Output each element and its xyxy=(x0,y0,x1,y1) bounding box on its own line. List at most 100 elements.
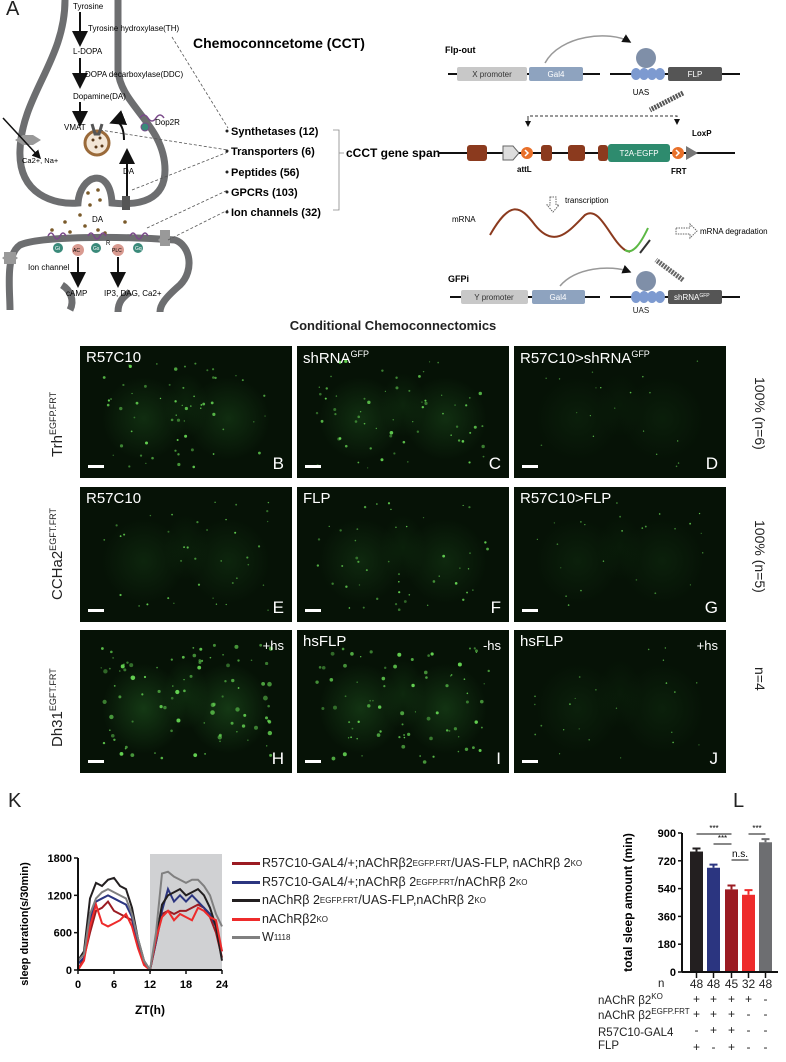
signal-dot xyxy=(441,394,443,396)
signal-dot xyxy=(592,435,595,437)
genotype-mark: + xyxy=(692,992,700,1006)
signal-dot xyxy=(159,397,162,400)
signal-dot xyxy=(642,375,644,378)
panel-label-l: L xyxy=(733,790,745,812)
signal-dot xyxy=(317,538,321,541)
signal-dot xyxy=(348,607,351,609)
signal-dot xyxy=(381,369,384,372)
signal-dot xyxy=(677,462,680,464)
legend-swatch xyxy=(232,935,260,939)
signal-dot xyxy=(466,692,469,695)
signal-dot xyxy=(330,375,332,378)
signal-dot xyxy=(468,647,471,650)
signal-dot xyxy=(355,556,359,560)
signal-dot xyxy=(654,592,657,595)
fluorescence-signal xyxy=(100,643,274,760)
signal-dot xyxy=(197,583,201,586)
signal-dot xyxy=(263,394,266,397)
signal-dot xyxy=(318,666,322,669)
signal-dot xyxy=(569,703,571,706)
signal-dot xyxy=(384,390,386,392)
signal-dot xyxy=(359,655,362,658)
signal-dot xyxy=(665,682,668,684)
signal-dot xyxy=(225,603,227,606)
y-tick-label: 180 xyxy=(658,939,676,951)
signal-dot xyxy=(109,714,114,720)
signal-dot xyxy=(264,415,266,417)
label-text: FLP xyxy=(303,490,331,507)
signal-dot xyxy=(321,665,326,670)
panel-letter: G xyxy=(704,598,718,617)
panel-letter: B xyxy=(272,454,284,473)
signal-dot xyxy=(344,695,347,698)
signal-dot xyxy=(231,582,234,585)
signal-dot xyxy=(457,439,461,442)
signal-dot xyxy=(110,398,112,400)
signal-dot xyxy=(472,589,474,591)
signal-dot xyxy=(425,676,428,679)
signal-dot xyxy=(330,651,335,656)
signal-dot xyxy=(343,663,347,668)
signal-dot xyxy=(183,420,186,422)
gene-span-label: cCCT gene span xyxy=(346,146,440,160)
signal-dot xyxy=(427,654,430,657)
signal-dot xyxy=(432,755,435,758)
signal-dot xyxy=(267,681,272,687)
gene-name: Trh xyxy=(49,435,66,457)
signal-dot xyxy=(177,453,180,456)
signal-dot xyxy=(369,650,373,654)
signal-dot xyxy=(595,387,597,389)
y-promoter-label: Y promoter xyxy=(474,293,514,302)
signal-dot xyxy=(671,731,673,733)
signal-dot xyxy=(394,603,398,606)
y-tick-label: 600 xyxy=(54,928,72,940)
signal-dot xyxy=(154,752,156,754)
signal-dot xyxy=(365,569,368,572)
section-title: Conditional Chemoconnectomics xyxy=(289,318,497,333)
signal-dot xyxy=(316,564,320,567)
signal-dot xyxy=(602,560,605,562)
signal-dot xyxy=(123,533,126,536)
signal-dot xyxy=(698,744,700,746)
signal-dot xyxy=(190,405,192,407)
signal-dot xyxy=(354,420,358,423)
signal-dot xyxy=(135,401,139,405)
signal-dot xyxy=(183,546,185,548)
bracket xyxy=(333,129,344,211)
signal-dot xyxy=(129,663,134,668)
signal-dot xyxy=(658,513,661,515)
scale-bar xyxy=(88,609,104,612)
signal-dot xyxy=(437,361,439,364)
signal-dot xyxy=(642,430,645,432)
flp-label: FLP xyxy=(688,70,703,79)
signal-dot xyxy=(102,376,106,379)
signal-dot xyxy=(580,589,582,592)
mrna-strand xyxy=(489,208,631,253)
signal-dot xyxy=(350,736,353,739)
scale-bar xyxy=(522,609,538,612)
signal-dot xyxy=(589,415,591,417)
signal-dot xyxy=(329,677,334,682)
signal-dot xyxy=(258,451,261,455)
text-ip3: IP3, DAG, Ca2+ xyxy=(104,289,162,298)
signal-dot xyxy=(253,421,255,423)
signal-dot xyxy=(387,502,391,505)
signal-dot xyxy=(467,568,470,570)
signal-dot xyxy=(341,647,345,651)
signal-dot xyxy=(107,399,110,402)
cct-title: Chemoconncetome (CCT) xyxy=(193,35,365,51)
signal-dot xyxy=(429,736,433,741)
signal-dot xyxy=(119,406,123,411)
signal-dot xyxy=(331,756,336,761)
signal-dot xyxy=(428,361,431,363)
genotype-mark: + xyxy=(727,1007,735,1021)
text-gi: Gi xyxy=(55,246,60,252)
signal-dot xyxy=(235,503,238,506)
signal-dot xyxy=(421,405,425,409)
signal-dot xyxy=(563,729,565,731)
signal-dot xyxy=(534,703,536,706)
